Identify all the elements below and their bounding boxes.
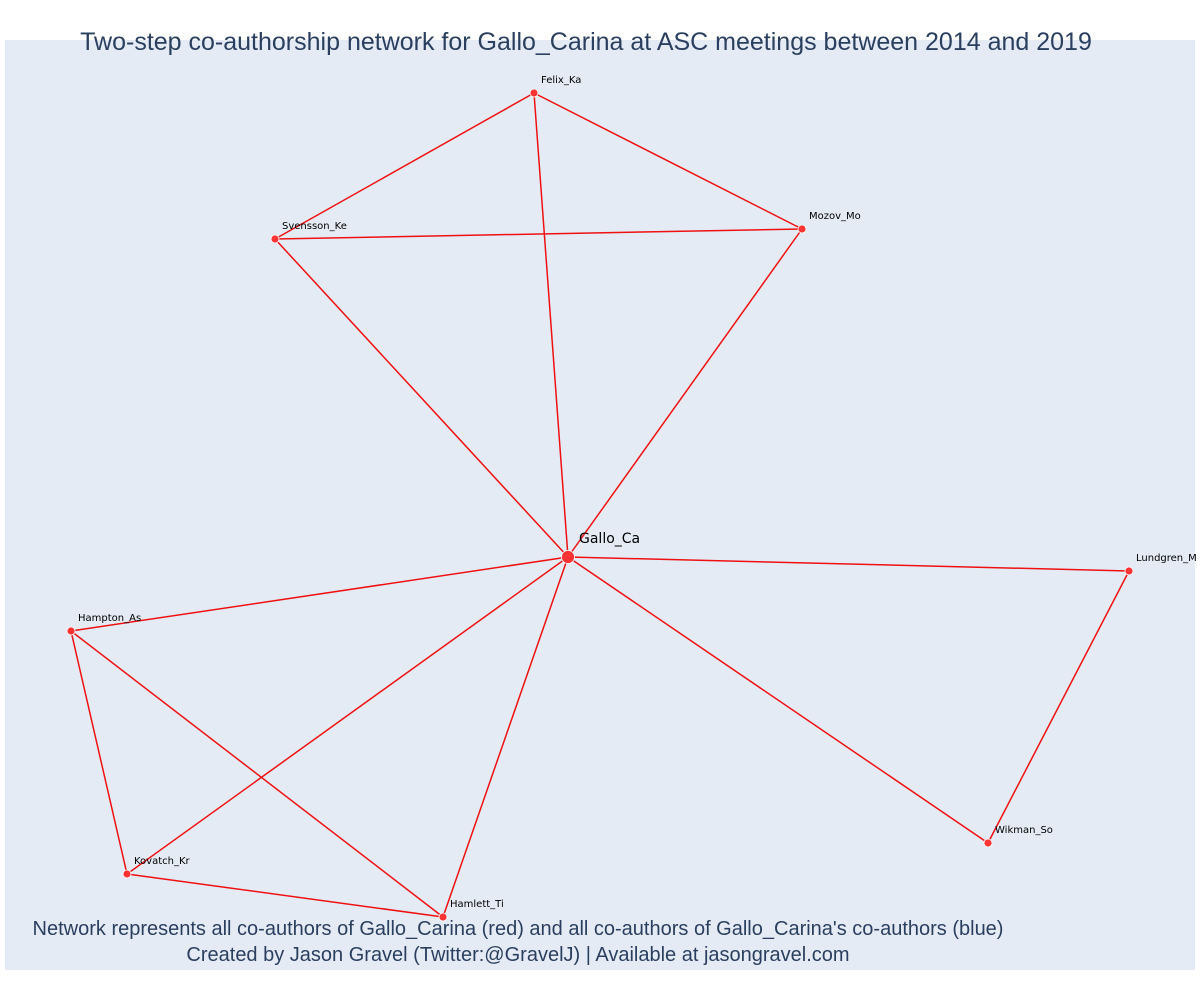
plot-background	[5, 40, 1195, 970]
edge-gallo_ca-hamlett_ti	[442, 556, 569, 918]
node-hampton_as[interactable]	[66, 626, 76, 636]
edge-felix_ka-mozov_mo	[533, 92, 803, 230]
edge-gallo_ca-wikman_so	[567, 556, 989, 844]
node-label-lundgren_m: Lundgren_M	[1136, 553, 1197, 564]
edge-gallo_ca-hampton_as	[70, 556, 569, 632]
edge-hampton_as-kovatch_kr	[70, 630, 128, 875]
nodes-layer	[66, 88, 1134, 922]
node-label-hamlett_ti: Hamlett_Ti	[450, 899, 504, 910]
node-label-gallo_ca: Gallo_Ca	[579, 531, 640, 547]
chart-title: Two-step co-authorship network for Gallo…	[80, 28, 1092, 56]
edge-hampton_as-hamlett_ti	[70, 630, 444, 918]
node-hamlett_ti[interactable]	[438, 912, 448, 922]
node-label-mozov_mo: Mozov_Mo	[809, 211, 861, 222]
node-label-kovatch_kr: Kovatch_Kr	[134, 856, 191, 867]
edge-gallo_ca-felix_ka	[533, 92, 569, 558]
node-label-hampton_as: Hampton_As	[78, 613, 141, 624]
node-label-felix_ka: Felix_Ka	[541, 75, 581, 86]
edge-gallo_ca-mozov_mo	[567, 228, 803, 558]
node-felix_ka[interactable]	[529, 88, 539, 98]
edges-layer	[70, 92, 1130, 918]
edge-svensson_ke-mozov_mo	[274, 228, 803, 240]
node-svensson_ke[interactable]	[270, 234, 280, 244]
caption-line-2: Created by Jason Gravel (Twitter:@Gravel…	[186, 944, 850, 966]
edge-gallo_ca-kovatch_kr	[126, 556, 569, 875]
node-gallo_ca[interactable]	[561, 550, 575, 564]
node-lundgren_m[interactable]	[1124, 566, 1134, 576]
node-label-svensson_ke: Svensson_Ke	[282, 221, 347, 232]
edge-felix_ka-svensson_ke	[274, 92, 535, 240]
edge-gallo_ca-svensson_ke	[274, 238, 569, 558]
node-label-wikman_so: Wikman_So	[995, 825, 1053, 836]
node-mozov_mo[interactable]	[797, 224, 807, 234]
node-kovatch_kr[interactable]	[122, 869, 132, 879]
edge-kovatch_kr-hamlett_ti	[126, 873, 444, 918]
edge-gallo_ca-lundgren_m	[567, 556, 1130, 572]
caption-line-1: Network represents all co-authors of Gal…	[32, 918, 1004, 940]
node-wikman_so[interactable]	[983, 838, 993, 848]
edge-lundgren_m-wikman_so	[987, 570, 1130, 844]
